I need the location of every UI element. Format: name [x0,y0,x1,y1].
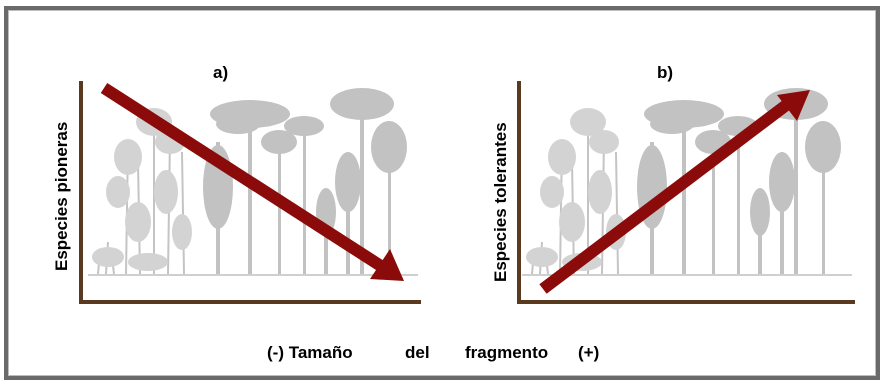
panel-a-label: a) [213,63,229,82]
x-caption-del: del [405,343,430,362]
arrow-increasing [539,90,810,294]
axes-a [79,81,421,304]
arrow-decreasing [100,82,404,281]
y-axis-label-b: Especies tolerantes [491,122,510,282]
axes-b [517,81,855,304]
x-caption-fragment: fragmento [465,343,549,362]
figure-frame [4,6,880,380]
panel-b-label: b) [657,63,674,82]
y-axis-label-a: Especies pioneras [52,121,71,271]
x-caption-size: (-) Tamaño [267,343,353,362]
x-caption-plus: (+) [578,343,600,362]
